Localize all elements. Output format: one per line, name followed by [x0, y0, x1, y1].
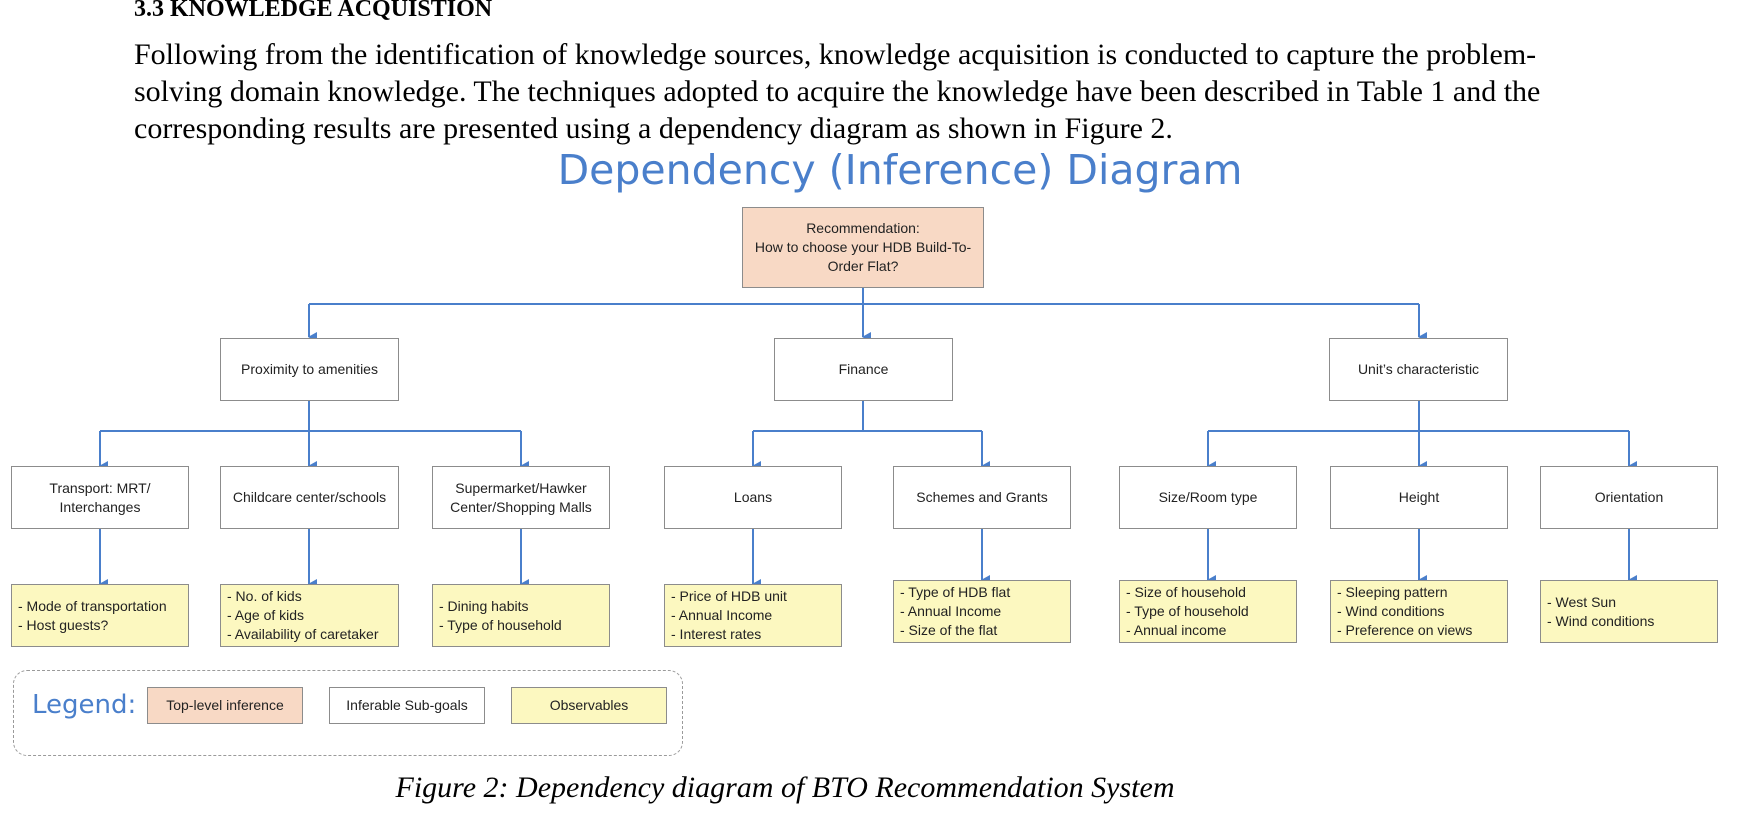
observable-item: - Annual income: [1126, 622, 1227, 638]
subgoal-label: Childcare center/schools: [232, 489, 387, 505]
observables-supermarket: - Dining habits - Type of household: [432, 584, 610, 647]
legend-observables: Observables: [511, 687, 667, 724]
subgoal-label: Interchanges: [59, 498, 141, 515]
subgoal-childcare: Childcare center/schools: [220, 466, 399, 529]
subgoal-proximity: Proximity to amenities: [220, 338, 399, 401]
subgoal-size-room-type: Size/Room type: [1119, 466, 1297, 529]
subgoal-schemes: Schemes and Grants: [893, 466, 1071, 529]
observable-item: - Annual Income: [671, 607, 773, 623]
subgoal-finance: Finance: [774, 338, 953, 401]
observable-item: - Availability of caretaker: [227, 626, 379, 642]
observables-size-room-type: - Size of household - Type of household …: [1119, 580, 1297, 643]
subgoal-label: Orientation: [1594, 489, 1664, 505]
subgoal-label: Schemes and Grants: [916, 489, 1048, 505]
legend-label: Legend:: [32, 690, 137, 720]
section-heading: 3.3 KNOWLEDGE ACQUISTION: [134, 0, 493, 22]
observables-height: - Sleeping pattern - Wind conditions - P…: [1330, 580, 1508, 643]
legend-frame: [13, 670, 683, 756]
observable-item: - Age of kids: [227, 607, 305, 623]
observable-item: - Type of household: [439, 616, 562, 633]
observables-loans: - Price of HDB unit - Annual Income - In…: [664, 584, 842, 647]
paragraph-line: Following from the identification of kno…: [134, 38, 1537, 71]
paragraph-line: corresponding results are presented usin…: [134, 112, 1173, 145]
subgoal-label: Proximity to amenities: [241, 361, 378, 377]
paragraph-line: solving domain knowledge. The techniques…: [134, 75, 1541, 108]
subgoal-height: Height: [1330, 466, 1508, 529]
observable-item: - Size of the flat: [900, 622, 998, 638]
observable-item: - Wind conditions: [1547, 612, 1655, 629]
observable-item: - Size of household: [1126, 584, 1246, 600]
observable-item: - Annual Income: [900, 603, 1002, 619]
observable-item: - Preference on views: [1337, 622, 1473, 638]
subgoal-loans: Loans: [664, 466, 842, 529]
legend-item-label: Observables: [549, 697, 629, 713]
subgoal-transport: Transport: MRT/ Interchanges: [11, 466, 189, 529]
legend-top-level: Top-level inference: [147, 687, 303, 724]
subgoal-supermarket: Supermarket/Hawker Center/Shopping Malls: [432, 466, 610, 529]
subgoal-label: Loans: [733, 489, 773, 505]
root-line: Order Flat?: [827, 258, 899, 274]
root-line: Recommendation:: [806, 220, 920, 236]
subgoal-label: Supermarket/Hawker: [455, 479, 587, 496]
body-paragraph: Following from the identification of kno…: [134, 36, 1664, 147]
subgoal-label: Size/Room type: [1158, 489, 1258, 505]
observable-item: - Wind conditions: [1337, 603, 1445, 619]
diagram-title: Dependency (Inference) Diagram: [557, 146, 1243, 194]
figure-caption: Figure 2: Dependency diagram of BTO Reco…: [395, 771, 1175, 804]
observable-item: - Host guests?: [18, 616, 109, 633]
observables-transport: - Mode of transportation - Host guests?: [11, 584, 189, 647]
subgoal-label: Finance: [838, 361, 889, 377]
observable-item: - Type of HDB flat: [900, 584, 1011, 600]
observable-item: - West Sun: [1547, 593, 1616, 610]
legend-item-label: Top-level inference: [166, 697, 284, 713]
subgoal-unit-characteristic: Unit’s characteristic: [1329, 338, 1508, 401]
observable-item: - Type of household: [1126, 603, 1249, 619]
observable-item: - No. of kids: [227, 588, 302, 604]
legend-sub-goal: Inferable Sub-goals: [329, 687, 485, 724]
observables-schemes: - Type of HDB flat - Annual Income - Siz…: [893, 580, 1071, 643]
observables-orientation: - West Sun - Wind conditions: [1540, 580, 1718, 643]
observable-item: - Sleeping pattern: [1337, 584, 1448, 600]
subgoal-label: Transport: MRT/: [49, 479, 151, 496]
observable-item: - Price of HDB unit: [671, 588, 787, 604]
subgoal-label: Center/Shopping Malls: [450, 498, 592, 515]
legend-item-label: Inferable Sub-goals: [346, 697, 468, 713]
observables-childcare: - No. of kids - Age of kids - Availabili…: [220, 584, 399, 647]
observable-item: - Interest rates: [671, 626, 762, 642]
root-inference-box: Recommendation: How to choose your HDB B…: [742, 207, 984, 288]
observable-item: - Dining habits: [439, 597, 529, 614]
subgoal-label: Unit’s characteristic: [1357, 361, 1480, 377]
root-line: How to choose your HDB Build-To-: [754, 239, 972, 255]
observable-item: - Mode of transportation: [18, 597, 167, 614]
subgoal-label: Height: [1398, 489, 1440, 505]
subgoal-orientation: Orientation: [1540, 466, 1718, 529]
